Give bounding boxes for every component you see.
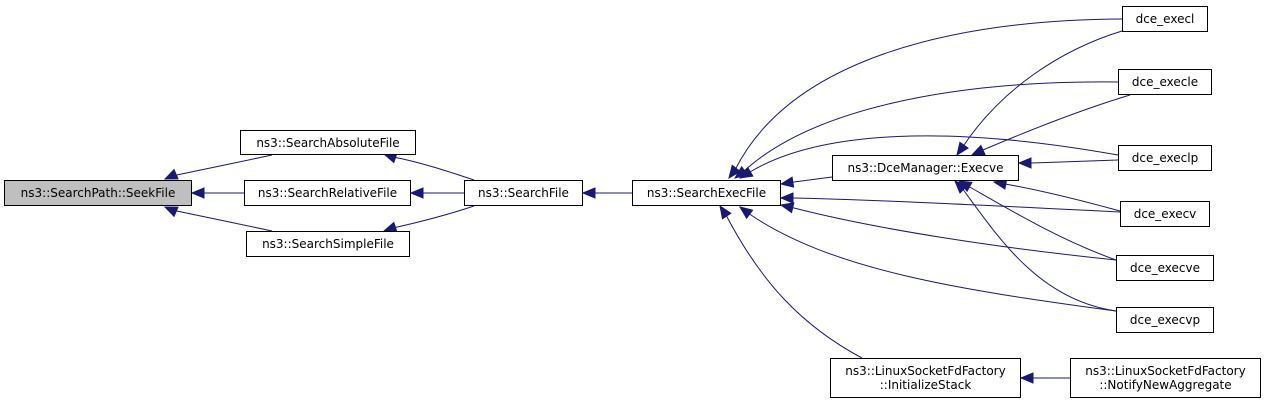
node-label: dce_execv <box>1133 207 1197 221</box>
node-label-line1: ns3::LinuxSocketFdFactory <box>1085 364 1246 378</box>
node-label: dce_execlp <box>1131 151 1199 165</box>
node-dce-execle[interactable]: dce_execle <box>1118 69 1212 95</box>
node-label: ns3::SearchPath::SeekFile <box>20 186 176 200</box>
arrowhead-icon <box>1017 157 1032 169</box>
node-dcemanager-execve[interactable]: ns3::DceManager::Execve <box>832 155 1019 181</box>
node-search-simple-file[interactable]: ns3::SearchSimpleFile <box>246 231 410 257</box>
arrowhead-icon <box>956 141 969 157</box>
node-label: ns3::SearchSimpleFile <box>262 237 394 251</box>
arrowhead-icon <box>728 164 742 180</box>
arrowhead-icon <box>738 206 754 220</box>
edge-execv-to-execfile <box>781 197 1121 213</box>
node-label: ns3::SearchExecFile <box>646 186 767 200</box>
node-dce-execvp[interactable]: dce_execvp <box>1116 307 1214 333</box>
node-label: dce_execl <box>1135 12 1195 26</box>
edge-simple-to-seekfile <box>164 206 273 232</box>
arrowhead-icon <box>163 206 179 218</box>
node-label: ns3::SearchAbsoluteFile <box>256 135 400 150</box>
edge-searchfile-to-absolute <box>383 153 475 181</box>
node-search-relative-file[interactable]: ns3::SearchRelativeFile <box>244 180 411 206</box>
edge-execlp-to-execfile <box>739 135 1119 179</box>
edge-execle-to-execve_mgr <box>971 94 1131 156</box>
node-label: ns3::DceManager::Execve <box>847 161 1004 175</box>
edge-execv-to-execve_mgr <box>993 181 1121 212</box>
node-label: dce_execle <box>1131 75 1199 89</box>
node-label: ns3::SearchFile <box>478 186 569 200</box>
edge-execl-to-execve_mgr <box>956 30 1123 156</box>
node-label: ns3::SearchRelativeFile <box>257 186 398 200</box>
node-label: dce_execve <box>1130 261 1200 275</box>
edge-absolute-to-seekfile <box>164 154 273 180</box>
edge-initstack-to-execfile <box>719 205 863 359</box>
node-label-line2: ::InitializeStack <box>879 378 972 392</box>
arrowhead-icon <box>581 187 596 199</box>
node-label-line2: ::NotifyNewAggregate <box>1099 378 1232 392</box>
edge-execl-to-execfile <box>728 18 1123 179</box>
arrowhead-icon <box>779 176 795 188</box>
arrowhead-icon <box>954 180 968 194</box>
arrowhead-icon <box>1019 372 1034 384</box>
node-search-absolute-file[interactable]: ns3::SearchAbsoluteFile <box>240 130 416 155</box>
edge-execve-to-execfile <box>780 204 1117 261</box>
edge-execvp-to-execve_mgr <box>954 180 1117 312</box>
node-seekfile: ns3::SearchPath::SeekFile <box>4 180 192 206</box>
edge-searchfile-to-simple <box>383 205 475 232</box>
edge-execvp-to-execfile <box>739 206 1117 312</box>
node-initialize-stack[interactable]: ns3::LinuxSocketFdFactory ::InitializeSt… <box>830 358 1021 398</box>
edge-execlp-to-execve_mgr <box>1019 159 1119 164</box>
edge-execve-to-execve_mgr <box>958 180 1117 261</box>
node-search-file[interactable]: ns3::SearchFile <box>464 180 583 206</box>
arrowhead-icon <box>779 192 794 204</box>
node-dce-execlp[interactable]: dce_execlp <box>1118 145 1212 171</box>
node-label-line1: ns3::LinuxSocketFdFactory <box>845 364 1006 378</box>
arrowhead-icon <box>719 204 732 220</box>
node-dce-execv[interactable]: dce_execv <box>1120 201 1210 227</box>
arrowhead-icon <box>970 144 986 156</box>
node-notify-new-aggregate[interactable]: ns3::LinuxSocketFdFactory ::NotifyNewAgg… <box>1070 358 1261 398</box>
edge-execle-to-execfile <box>734 81 1119 179</box>
arrowhead-icon <box>190 187 205 199</box>
arrowhead-icon <box>738 166 754 179</box>
edges-layer <box>163 18 1131 384</box>
node-label: dce_execvp <box>1129 313 1201 327</box>
arrowhead-icon <box>409 187 424 199</box>
node-dce-execl[interactable]: dce_execl <box>1122 6 1208 32</box>
arrowhead-icon <box>163 168 179 180</box>
arrowhead-icon <box>779 202 795 214</box>
node-search-exec-file[interactable]: ns3::SearchExecFile <box>632 180 781 206</box>
node-dce-execve[interactable]: dce_execve <box>1116 255 1214 281</box>
